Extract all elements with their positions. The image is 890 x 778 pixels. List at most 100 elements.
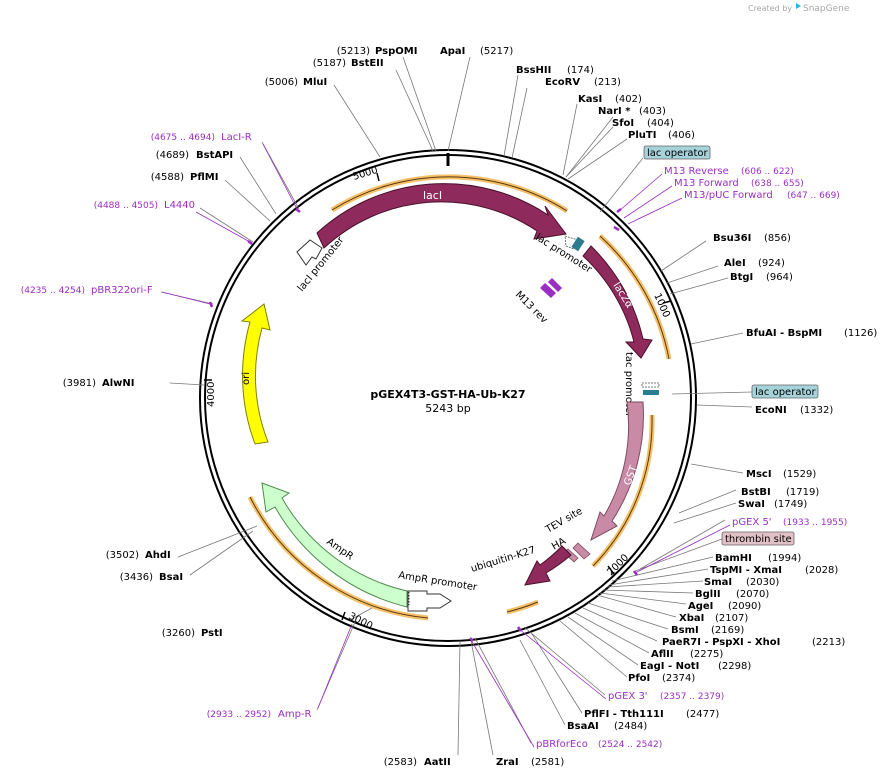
site-pos: (5187) <box>313 58 346 69</box>
site-pos: (3981) <box>63 378 96 389</box>
site-name: PstI <box>201 628 223 639</box>
primer-range: (2357 .. 2379) <box>660 692 724 702</box>
site-name: BsaAI <box>567 721 599 732</box>
lac-operator-box-1 <box>643 145 711 160</box>
tick-2000: 2000 <box>605 552 631 578</box>
site-pos: (1126) <box>844 328 877 339</box>
site-name: MluI <box>303 77 327 88</box>
site-name: PflFI - Tth111I <box>584 709 664 720</box>
site-pos: (856) <box>764 233 791 244</box>
site-pos: (2028) <box>805 565 838 576</box>
site-name: SmaI <box>704 577 732 588</box>
site-pos: (5217) <box>480 46 513 57</box>
primer-range: (1933 .. 1955) <box>783 518 847 528</box>
feature-lacZa: lacZα <box>582 245 653 359</box>
thrombin-site-box <box>721 531 795 546</box>
site-pos: (2107) <box>715 613 748 624</box>
site-pos: (2275) <box>690 649 723 660</box>
site-name: AleI <box>724 258 746 269</box>
site-name: PflMI <box>190 172 218 183</box>
credit-brand: SnapGene <box>803 4 850 14</box>
site-pos: (2070) <box>736 589 769 600</box>
credit-text: Created by <box>748 4 792 13</box>
site-pos: (1994) <box>768 553 801 564</box>
tev-site-label: TEV site <box>543 506 584 536</box>
site-pos: (2169) <box>711 625 744 636</box>
tick-4000: 4000 <box>206 382 217 407</box>
site-pos: (1529) <box>783 469 816 480</box>
site-pos: (1749) <box>774 499 807 510</box>
primer-labels: (4675 .. 4694) LacI-R (4488 .. 4505) L44… <box>21 132 848 750</box>
primer-name: pGEX 3' <box>608 691 648 702</box>
site-pos: (4588) <box>151 172 184 183</box>
site-pos: (406) <box>668 130 695 141</box>
plasmid-name: pGEX4T3-GST-HA-Ub-K27 <box>370 388 525 401</box>
primer-range: (4235 .. 4254) <box>21 286 85 296</box>
ori-label: ori <box>241 372 252 385</box>
site-name: BstBI <box>741 487 771 498</box>
primer-range: (638 .. 655) <box>751 179 804 189</box>
site-pos: (964) <box>766 272 793 283</box>
site-name: BsaI <box>159 572 183 583</box>
primer-name: M13 Reverse <box>664 166 729 177</box>
site-name: BssHII <box>516 65 551 76</box>
site-pos: (1719) <box>786 487 819 498</box>
site-pos: (2581) <box>531 757 564 768</box>
site-name: AatII <box>424 757 451 768</box>
ubiquitin-K27-label: ubiquitin-K27 <box>470 545 537 575</box>
site-pos: (2484) <box>614 721 647 732</box>
site-pos: (403) <box>639 106 666 117</box>
feature-ori: ori <box>240 303 271 445</box>
site-name: EcoRV <box>545 77 580 88</box>
thrombin-site-label: thrombin site <box>725 534 792 545</box>
site-name: BfuAI - BspMI <box>746 328 822 339</box>
site-pos: (2583) <box>384 757 417 768</box>
primer-name: Amp-R <box>278 709 312 720</box>
site-pos: (2298) <box>718 661 751 672</box>
site-name: AlwNI <box>102 378 135 389</box>
primer-range: (4488 .. 4505) <box>94 201 158 211</box>
site-pos: (3436) <box>120 572 153 583</box>
primer-range: (4675 .. 4694) <box>151 133 215 143</box>
feature-GST: GST <box>590 401 644 542</box>
lac-operator-label-2: lac operator <box>755 387 816 398</box>
site-name: PluTI <box>628 130 656 141</box>
primer-range: (647 .. 669) <box>787 191 840 201</box>
primer-name: M13/pUC Forward <box>684 190 773 201</box>
site-pos: (1332) <box>800 405 833 416</box>
site-name: NarI * <box>598 106 631 117</box>
site-name: ZraI <box>496 757 519 768</box>
primer-name: LacI-R <box>221 132 252 143</box>
site-pos: (924) <box>758 258 785 269</box>
site-name: PfoI <box>628 673 650 684</box>
site-name: BtgI <box>730 272 753 283</box>
plasmid-size: 5243 bp <box>425 402 470 415</box>
site-name: EcoNI <box>755 405 787 416</box>
feature-outline-lines <box>249 176 670 619</box>
site-name: AflII <box>651 649 674 660</box>
site-name: KasI <box>578 94 602 105</box>
site-name: BglII <box>695 589 721 600</box>
primer-leader-lines <box>161 143 731 748</box>
feature-AmpR-promoter: AmpR promoter <box>398 570 479 612</box>
feature-tac-promoter: tac promoter <box>623 352 660 418</box>
primer-name: pGEX 5' <box>732 517 772 528</box>
lac-operator-label-1: lac operator <box>647 148 708 159</box>
site-pos: (3260) <box>162 628 195 639</box>
site-pos: (2213) <box>812 637 845 648</box>
m13-rev-label: M13 rev <box>513 289 549 325</box>
lac-operator-box-2 <box>751 384 819 399</box>
site-pos: (174) <box>567 65 594 76</box>
site-pos: (5213) <box>337 46 370 57</box>
site-name: BsmI <box>671 625 699 636</box>
site-pos: (2374) <box>662 673 695 684</box>
primer-name: pBRforEco <box>536 739 588 750</box>
boxed-labels: lac operator lac operator thrombin site <box>643 145 819 546</box>
site-name: EagI - NotI <box>640 661 699 672</box>
site-name: PspOMI <box>375 46 417 57</box>
site-name: AhdI <box>145 550 171 561</box>
site-name: BamHI <box>715 553 752 564</box>
primer-name: pBR322ori-F <box>91 285 153 296</box>
site-name: ApaI <box>440 46 465 57</box>
lac-operator-marker-2 <box>643 390 659 395</box>
